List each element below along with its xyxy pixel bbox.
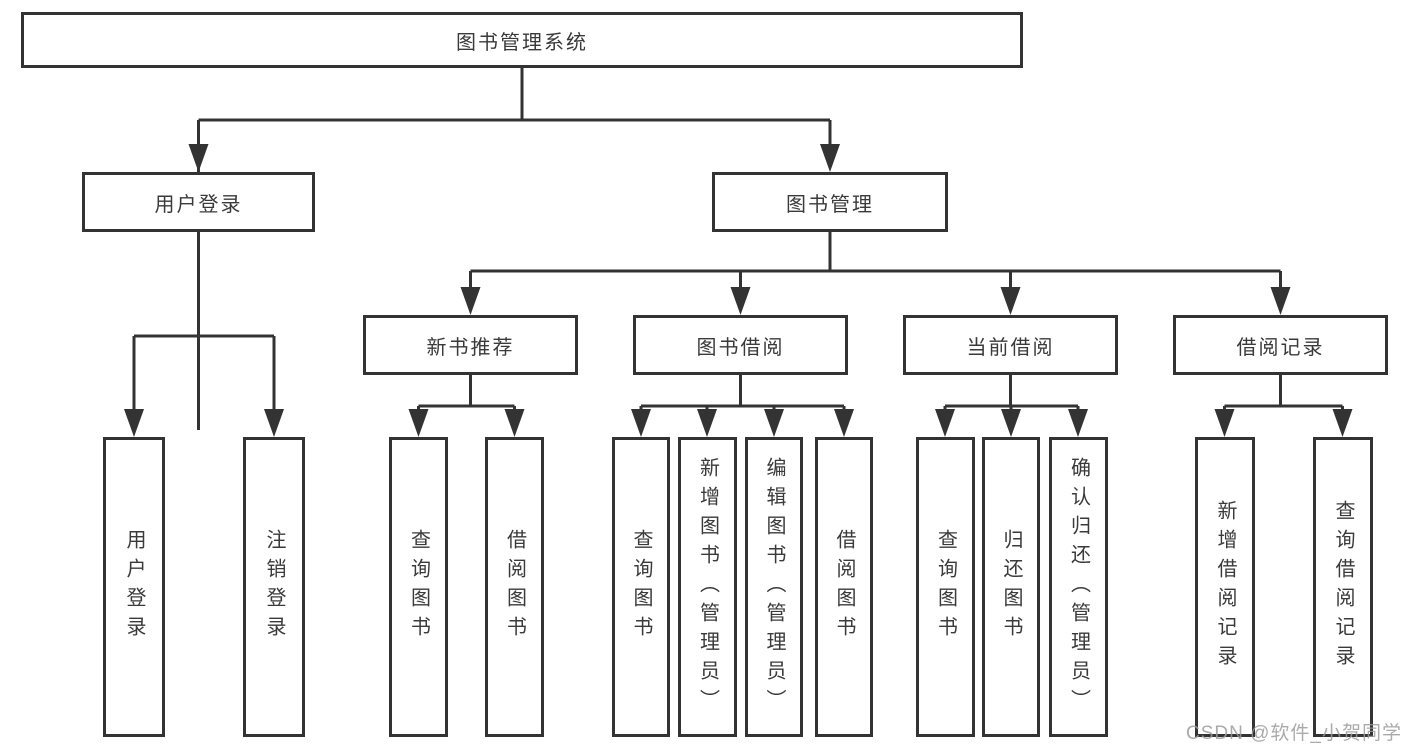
node-book-borrow: 图书借阅: [633, 315, 848, 375]
leaf-bb-borrow-book: 借阅图书: [815, 437, 873, 737]
node-user-login: 用户登录: [82, 172, 315, 232]
leaf-cb-confirm-return-admin: 确认归还（管理员）: [1049, 437, 1108, 737]
node-current-borrow: 当前借阅: [903, 315, 1118, 375]
node-borrow-record: 借阅记录: [1173, 315, 1388, 375]
leaf-br-add-record: 新增借阅记录: [1195, 437, 1255, 737]
arrowheads: [124, 144, 1353, 437]
leaf-cb-query-book: 查询图书: [916, 437, 975, 737]
leaf-rec-borrow-book: 借阅图书: [485, 437, 544, 737]
leaf-br-query-record: 查询借阅记录: [1313, 437, 1373, 737]
node-new-book-recommend: 新书推荐: [363, 315, 578, 375]
leaf-bb-query-book: 查询图书: [612, 437, 670, 737]
leaf-bb-edit-book-admin: 编辑图书（管理员）: [745, 437, 803, 737]
connector-bookborrow-to-leaves: [639, 375, 846, 430]
node-book-management: 图书管理: [712, 172, 948, 232]
leaf-cb-return-book: 归还图书: [982, 437, 1040, 737]
connector-borrowrecord-to-leaves: [1223, 375, 1344, 430]
csdn-watermark: CSDN @软件_小贺同学: [1186, 723, 1402, 744]
leaf-bb-add-book-admin: 新增图书（管理员）: [678, 437, 737, 737]
connector-userlogin-to-leaves: [132, 232, 276, 430]
connector-root-to-level2: [197, 68, 832, 430]
connector-bookmgmt-to-level3: [469, 232, 1282, 308]
node-root-system: 图书管理系统: [21, 12, 1023, 68]
connector-newbookrec-to-leaves: [417, 375, 516, 430]
leaf-logout: 注销登录: [243, 437, 305, 737]
leaf-rec-query-book: 查询图书: [389, 437, 448, 737]
leaf-user-login: 用户登录: [103, 437, 165, 737]
